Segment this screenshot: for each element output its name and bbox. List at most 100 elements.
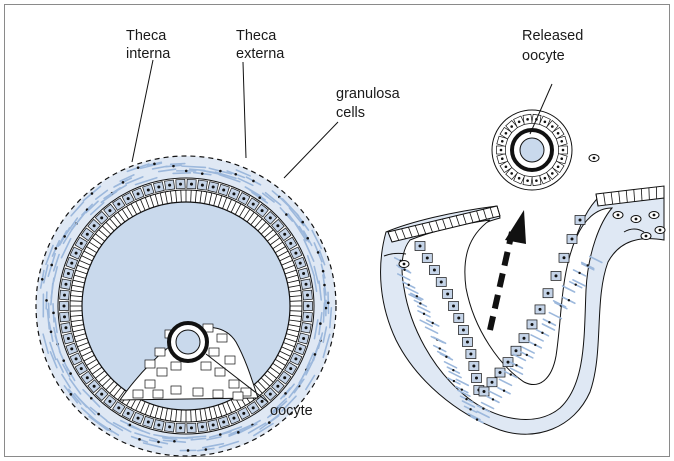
theca-nucleus — [258, 196, 261, 199]
theca-nucleus — [52, 312, 55, 315]
granulosa-cell-wall — [70, 311, 82, 312]
theca-cell-nucleus — [137, 417, 140, 420]
cumulus-cell — [217, 334, 227, 342]
ruptured-strand-nucleus — [423, 313, 425, 315]
theca-cell-nucleus — [70, 262, 73, 265]
theca-nucleus — [137, 166, 140, 169]
ruptured-strand-nucleus — [548, 321, 550, 323]
ruptured-cell-nucleus — [440, 281, 443, 284]
ruptured-strand-nucleus — [453, 380, 455, 382]
theca-cell-nucleus — [190, 426, 193, 429]
ruptured-cell-nucleus — [457, 317, 460, 320]
theca-cell-nucleus — [222, 421, 225, 424]
granulosa-cell-wall — [191, 410, 192, 422]
theca-cell-nucleus — [80, 242, 83, 245]
theca-cell-nucleus — [157, 423, 160, 426]
corona-cell-nucleus — [510, 125, 513, 128]
theca-cell-nucleus — [307, 305, 310, 308]
theca-nucleus — [62, 359, 65, 362]
theca-nucleus — [314, 353, 317, 356]
corona-cell-nucleus — [518, 177, 521, 180]
theca-cell-nucleus — [276, 385, 279, 388]
theca-nucleus — [90, 397, 93, 400]
theca-cell-nucleus — [147, 421, 150, 424]
corona-cell-nucleus — [505, 165, 508, 168]
ruptured-cell-nucleus — [563, 256, 566, 259]
label-released-line2: oocyte — [522, 48, 565, 64]
ruptured-cell-nucleus — [466, 341, 469, 344]
theca-cell-nucleus — [67, 272, 70, 275]
corona-cell-nucleus — [560, 157, 563, 160]
ruptured-strand-nucleus — [568, 299, 570, 301]
theca-cell-nucleus — [269, 393, 272, 396]
label-granulosa-line1: granulosa — [336, 86, 401, 102]
theca-cell-nucleus — [252, 203, 255, 206]
ruptured-strand-nucleus — [526, 354, 528, 356]
label-theca-externa-line1: Theca — [236, 28, 277, 44]
corona-cell-nucleus — [560, 140, 563, 143]
theca-nucleus — [70, 393, 73, 396]
theca-nucleus — [268, 421, 271, 424]
theca-nucleus — [69, 372, 72, 375]
theca-nucleus — [172, 165, 175, 168]
theca-nucleus — [234, 173, 237, 176]
cumulus-cell — [213, 390, 223, 398]
theca-nucleus — [138, 438, 141, 441]
ruptured-strand-nucleus — [403, 269, 405, 271]
ruptured-strand-nucleus — [587, 264, 589, 266]
theca-cell-nucleus — [80, 367, 83, 370]
released-oocyte-cell — [520, 138, 544, 162]
theca-cell-nucleus — [168, 425, 171, 428]
cumulus-cell — [133, 390, 143, 398]
ruptured-strand-nucleus — [469, 408, 471, 410]
theca-cell-nucleus — [63, 305, 66, 308]
theca-nucleus — [323, 284, 326, 287]
theca-nucleus — [319, 322, 322, 325]
theca-cell-nucleus — [306, 294, 309, 297]
theca-cell-nucleus — [261, 400, 264, 403]
ruptured-strand-nucleus — [439, 347, 441, 349]
ruptured-cell-nucleus — [531, 323, 534, 326]
theca-nucleus — [63, 235, 66, 238]
label-oocyte: oocyte — [270, 403, 313, 419]
theca-cell-nucleus — [305, 326, 308, 329]
corona-cell-nucleus — [501, 140, 504, 143]
granulosa-cell-wall — [70, 301, 82, 302]
ruptured-strand-nucleus — [465, 398, 467, 400]
ruptured-cell-nucleus — [452, 305, 455, 308]
cumulus-cell — [145, 360, 155, 368]
ruptured-cell-nucleus — [433, 269, 436, 272]
theca-nucleus — [55, 247, 58, 250]
theca-strand — [171, 164, 185, 165]
cumulus-cell — [209, 348, 219, 356]
theca-nucleus — [157, 441, 160, 444]
ruptured-cell-nucleus — [515, 349, 518, 352]
cumulus-cell — [225, 356, 235, 364]
ruptured-strand-nucleus — [503, 390, 505, 392]
corona-cell-nucleus — [526, 179, 529, 182]
theca-cell-nucleus — [75, 357, 78, 360]
ruptured-strand-nucleus — [419, 302, 421, 304]
theca-nucleus — [219, 433, 222, 436]
cumulus-cell — [171, 386, 181, 394]
theca-strand — [324, 288, 325, 302]
ruptured-cell-nucleus — [523, 337, 526, 340]
theca-nucleus — [322, 270, 325, 273]
theca-cell-nucleus — [294, 357, 297, 360]
theca-strand — [173, 173, 190, 174]
theca-cell-nucleus — [242, 197, 245, 200]
corona-cell-nucleus — [544, 177, 547, 180]
theca-nucleus — [237, 431, 240, 434]
theca-cell-nucleus — [201, 184, 204, 187]
theca-cell-nucleus — [269, 216, 272, 219]
theca-strand — [170, 437, 188, 438]
ruptured-strand-nucleus — [515, 364, 517, 366]
ruptured-cell-nucleus — [446, 293, 449, 296]
ruptured-cell-nucleus — [469, 353, 472, 356]
theca-cell-nucleus — [283, 376, 286, 379]
theca-nucleus — [205, 448, 208, 451]
theca-cell-nucleus — [117, 406, 120, 409]
theca-nucleus — [317, 251, 320, 254]
cumulus-cell — [233, 392, 243, 400]
